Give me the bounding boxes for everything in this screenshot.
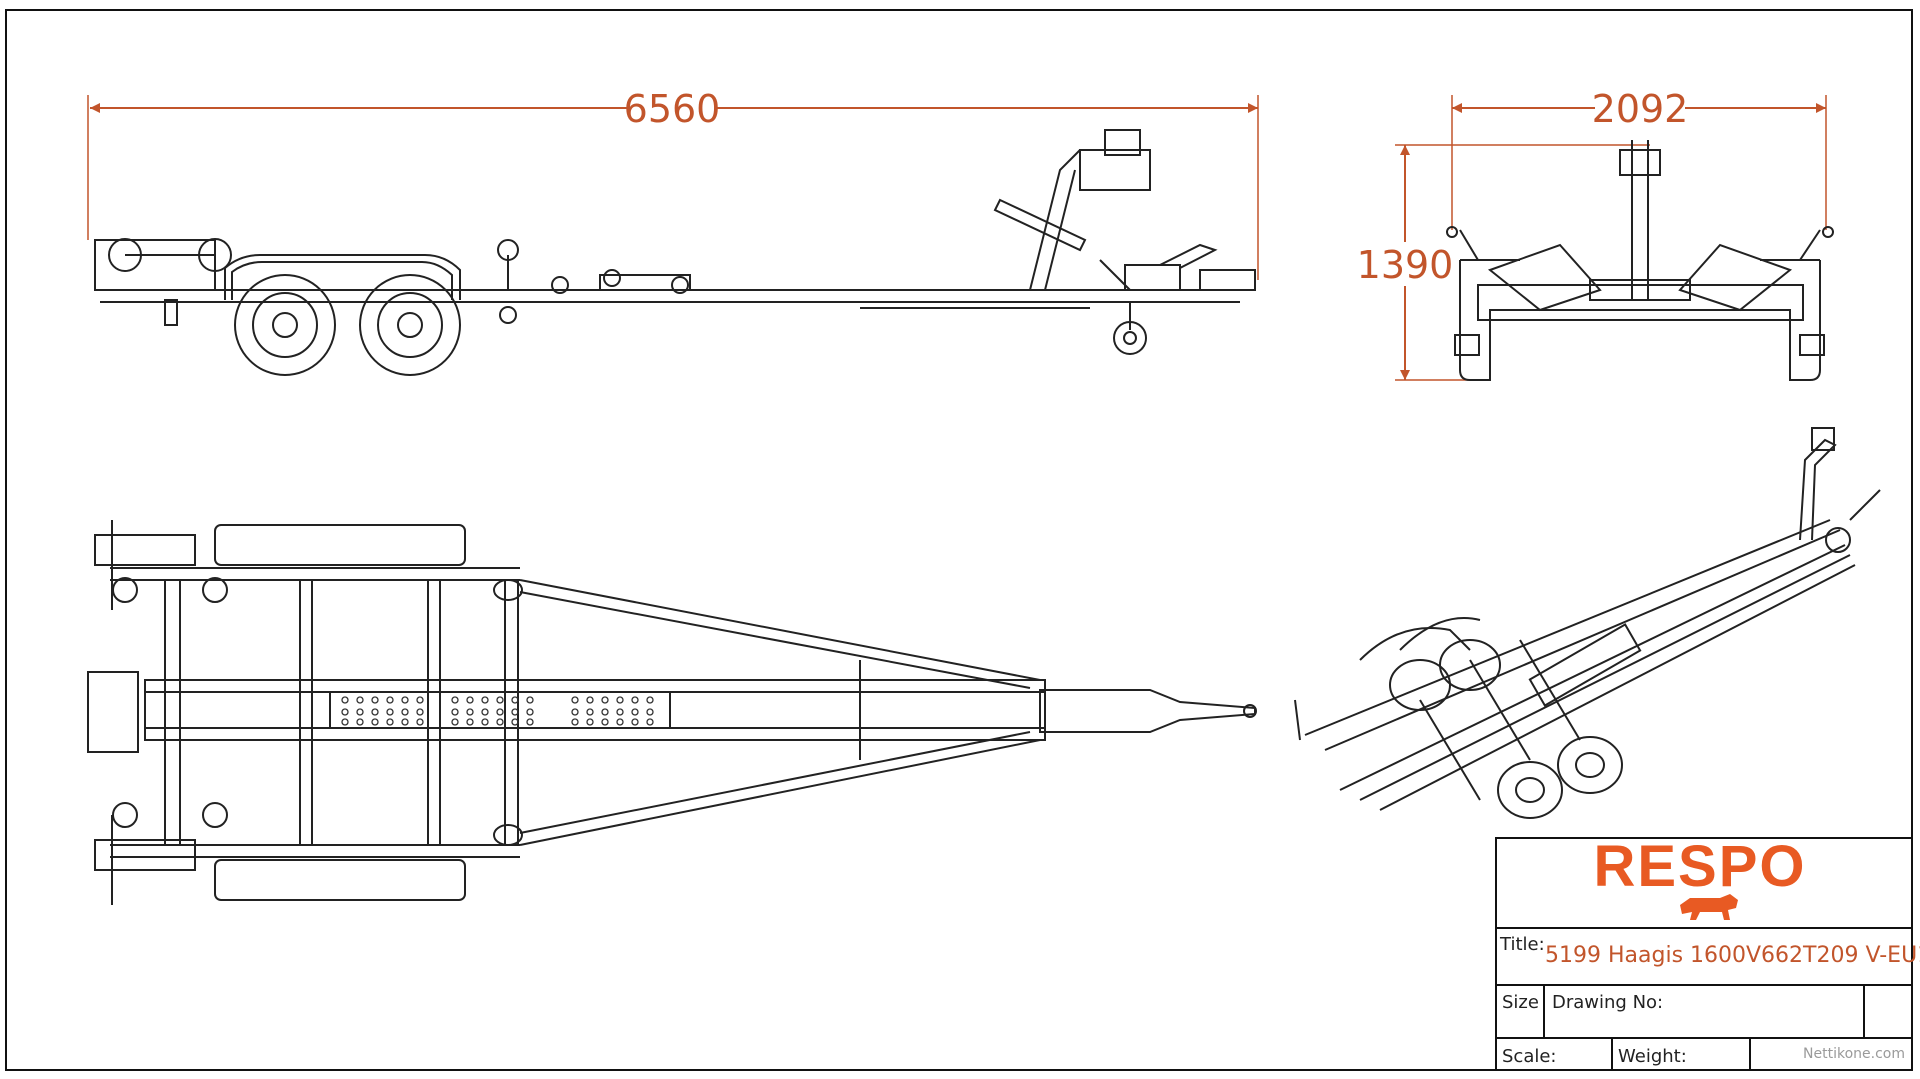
dimension-height: 1390 — [1357, 243, 1454, 287]
size-label: Size — [1502, 992, 1539, 1013]
title-value: 5199 Haagis 1600V662T209 V-EU1. — [1545, 943, 1920, 968]
dimension-length: 6560 — [624, 87, 721, 131]
scale-label: Scale: — [1502, 1046, 1557, 1067]
top-view — [87, 520, 1257, 905]
title-label: Title: — [1499, 934, 1545, 955]
respo-logo: RESPO — [1593, 834, 1806, 899]
weight-label: Weight: — [1618, 1046, 1687, 1067]
respo-logo-animal-icon — [1680, 894, 1738, 920]
side-view — [87, 88, 1259, 376]
watermark: Nettikone.com — [1803, 1046, 1905, 1062]
title-block — [1495, 837, 1913, 1071]
front-view — [1375, 88, 1834, 381]
sheet-border — [5, 9, 1913, 1071]
drawing-no-label: Drawing No: — [1552, 992, 1663, 1013]
step-plate-perforations — [341, 696, 654, 726]
isometric-view — [1294, 427, 1881, 819]
dimension-width: 2092 — [1592, 87, 1689, 131]
